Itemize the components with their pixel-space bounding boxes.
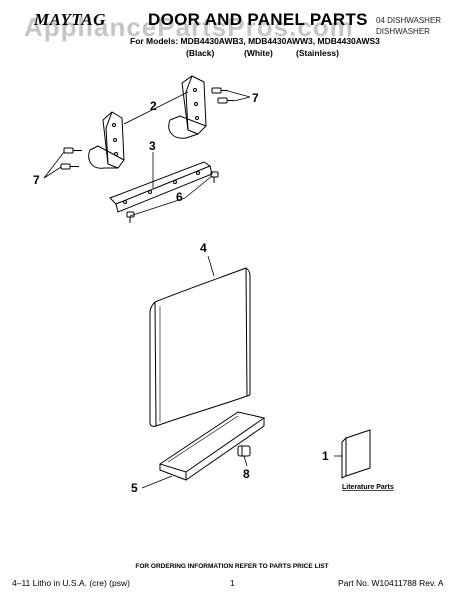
color-white: (White) [244,48,273,58]
page-title: DOOR AND PANEL PARTS [148,10,368,29]
callout-2: 2 [150,99,157,113]
brand-logo: MAYTAG [34,10,106,29]
callout-5: 5 [131,481,138,495]
door-rail [109,161,213,213]
header-right-line2: DISHWASHER [376,27,430,36]
part-number: Part No. W10411788 Rev. A [338,578,444,588]
right-hinge-bracket [168,75,207,139]
screw-group-left [60,147,82,170]
color-black: (Black) [186,48,215,58]
literature-parts-label: Literature Parts [342,484,394,491]
page-number: 1 [230,578,235,588]
left-hinge-bracket [88,111,125,169]
callout-4: 4 [200,241,207,255]
toe-panel [158,411,266,481]
ordering-note: FOR ORDERING INFORMATION REFER TO PARTS … [135,563,329,570]
door-panel [149,267,251,427]
door-bumper [237,445,251,457]
callout-7-left: 7 [33,173,40,187]
header-right-line1: 04 DISHWASHER [376,16,442,25]
leader-lines [43,90,342,489]
callout-6: 6 [176,190,183,204]
models-line: For Models: MDB4430AWB3, MDB4430AWW3, MD… [130,36,380,46]
screw-group-right [211,87,234,104]
litho-info: 4–11 Litho in U.S.A. (cre) (psw) [12,578,130,588]
literature-booklet [341,429,371,479]
callout-7-right: 7 [252,91,259,105]
callout-1: 1 [322,449,329,463]
rail-screws [126,171,219,223]
callout-3: 3 [149,139,156,153]
color-stainless: (Stainless) [296,48,339,58]
callout-8: 8 [243,467,250,481]
